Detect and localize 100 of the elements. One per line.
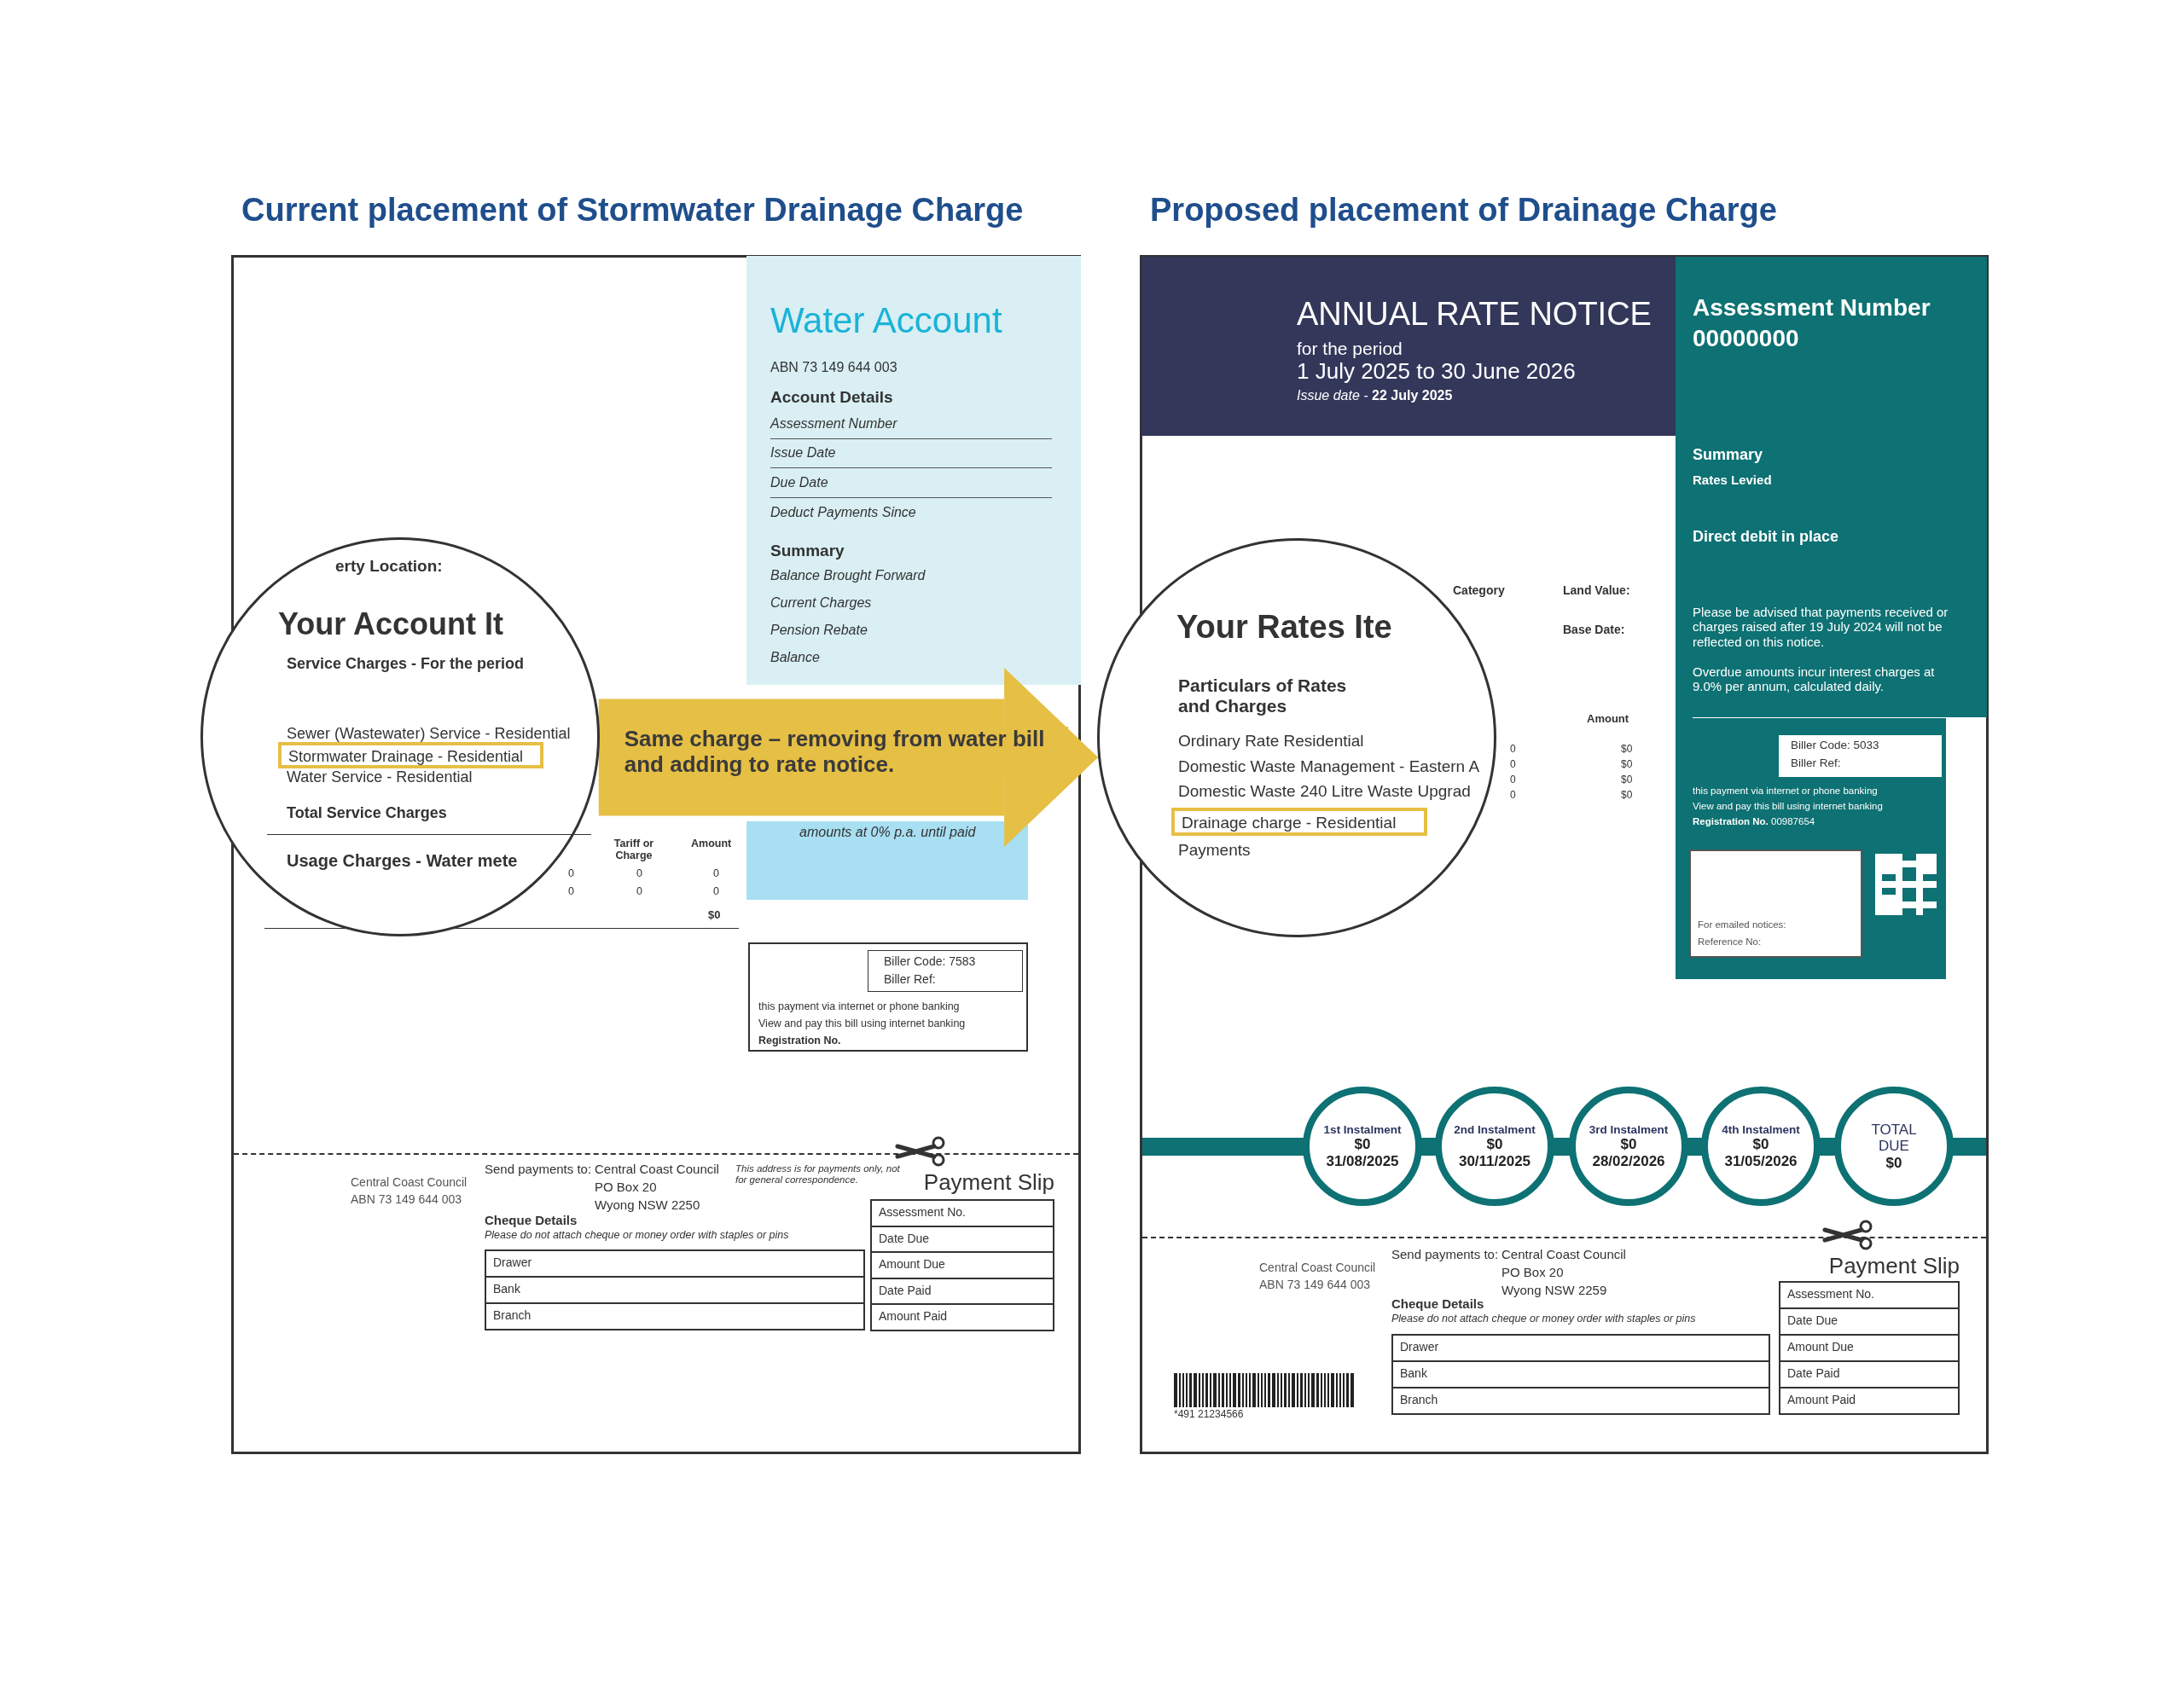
note-text: amounts at 0% p.a. until paid [799, 825, 977, 841]
section-title: Your Rates Ite [1176, 609, 1393, 646]
table-value: 0 [1510, 790, 1517, 802]
form-cell: Bank [1391, 1360, 1770, 1388]
notice-title: ANNUAL RATE NOTICE [1297, 296, 1653, 333]
form-cell: Date Paid [1779, 1360, 1960, 1388]
slip-heading: Payment Slip [1827, 1254, 1960, 1279]
payment-note: Registration No. [758, 1035, 842, 1047]
form-cell: Amount Due [1779, 1334, 1960, 1362]
section-heading: Particulars of Rates and Charges [1178, 675, 1348, 717]
assessment-label: Assessment Number [1693, 294, 1931, 322]
form-cell: Amount Due [870, 1251, 1054, 1279]
table-value: 0 [636, 867, 643, 880]
form-cell: Amount Paid [1779, 1387, 1960, 1415]
table-value: 0 [713, 885, 720, 898]
table-value: $0 [1621, 759, 1634, 771]
table-value: 0 [568, 867, 575, 880]
form-cell: Branch [485, 1302, 865, 1330]
field-label: Assessment Number [770, 416, 898, 432]
barcode-number: *491 21234566 [1174, 1409, 1245, 1421]
due-date: 30/11/2025 [1458, 1152, 1531, 1170]
summary-item: Rates Levied [1693, 472, 1773, 488]
charge-item: Payments [1178, 841, 1252, 860]
field-label: Land Value: [1563, 583, 1631, 598]
form-cell: Assessment No. [1779, 1281, 1960, 1309]
section-heading: Cheque Details [485, 1213, 578, 1228]
assessment-number: 00000000 [1693, 325, 1800, 353]
form-cell: Assessment No. [870, 1199, 1054, 1227]
arrow [598, 668, 1099, 847]
slip-heading: Payment Slip [922, 1170, 1054, 1196]
table-value: 0 [1510, 744, 1517, 756]
payment-note: Registration No. 00987654 [1693, 816, 1816, 828]
address-label: Send payments to: [485, 1162, 593, 1177]
section-heading: Cheque Details [1391, 1296, 1485, 1312]
instalment-label: 1st Instalment [1322, 1122, 1403, 1137]
charge-item: Domestic Waste 240 Litre Waste Upgrad [1178, 782, 1472, 801]
instalment-label: 3rd Instalment [1588, 1122, 1670, 1137]
notice-text: Overdue amounts incur interest charges at 9.0% per annum, calculated daily. [1693, 664, 1936, 694]
charge-item: Water Service - Residential [287, 768, 473, 786]
table-value: 0 [636, 885, 643, 898]
abn-text: ABN 73 149 644 003 [770, 360, 898, 376]
table-value: 0 [713, 867, 720, 880]
sender-name: Central Coast Council [1259, 1261, 1377, 1275]
field-label: For emailed notices: [1698, 919, 1787, 931]
field-label: Deduct Payments Since [770, 505, 917, 521]
payment-note: this payment via internet or phone banking [1693, 786, 1879, 797]
table-value: 0 [568, 885, 575, 898]
biller-ref: Biller Ref: [1791, 757, 1842, 770]
address-line: Wyong NSW 2259 [1502, 1283, 1608, 1298]
form-cell: Date Due [1779, 1307, 1960, 1336]
charge-item: Ordinary Rate Residential [1178, 732, 1365, 751]
form-cell: Branch [1391, 1387, 1770, 1415]
period-label: for the period [1297, 339, 1403, 360]
field-label: Balance Brought Forward [770, 568, 926, 584]
section-heading: Summary [1693, 446, 1764, 464]
section-heading: Usage Charges - Water mete [287, 851, 519, 871]
section-heading: Account Details [770, 388, 894, 407]
total-label: Total Service Charges [287, 804, 448, 822]
info-box [746, 821, 1028, 900]
page-heading: Current placement of Stormwater Drainage Charge [241, 192, 1025, 229]
edge-label: Same charge – removing from water bill and adding to rate notice. [624, 727, 1068, 778]
period-dates: 1 July 2025 to 30 June 2026 [1297, 359, 1577, 385]
biller-box [1779, 735, 1942, 777]
charge-item: Domestic Waste Management - Eastern A [1178, 757, 1481, 776]
due-date: 31/08/2025 [1326, 1152, 1399, 1170]
address-line: PO Box 20 [1502, 1265, 1565, 1280]
instalment-label: 4th Instalment [1721, 1122, 1801, 1137]
sender-name: Central Coast Council [351, 1175, 468, 1190]
instruction-text: Please do not attach cheque or money order with staples or pins [485, 1229, 790, 1242]
field-label: Issue Date [770, 445, 837, 461]
field-label: Current Charges [770, 595, 873, 612]
total-value: $0 [708, 909, 722, 922]
table-value: $0 [1621, 744, 1634, 756]
payment-note: View and pay this bill using internet banking [1693, 801, 1884, 813]
charge-item: Sewer (Wastewater) Service - Residential [287, 725, 572, 743]
address-label: Send payments to: [1391, 1247, 1500, 1262]
field-label: Due Date [770, 475, 829, 491]
header-band [1141, 257, 1676, 436]
table-value: 0 [1510, 774, 1517, 786]
column-header: Amount [691, 838, 733, 850]
amount-value: $0 [1752, 1136, 1769, 1153]
issue-date: Issue date - 22 July 2025 [1297, 388, 1454, 404]
biller-code: Biller Code: 5033 [1791, 739, 1880, 752]
section-title: Your Account It [278, 606, 504, 642]
section-heading: Service Charges - For the period [287, 655, 526, 673]
column-header: Amount [1587, 713, 1630, 726]
section-heading: Summary [770, 542, 845, 560]
form-cell: Bank [485, 1276, 865, 1304]
column-header: Category [1453, 583, 1506, 598]
notices-box [1689, 849, 1862, 958]
amount-value: $0 [1620, 1136, 1637, 1153]
instruction-text: Please do not attach cheque or money order with staples or pins [1391, 1313, 1697, 1325]
due-date: 31/05/2026 [1724, 1152, 1798, 1170]
instalment-label: 2nd Instalment [1454, 1122, 1536, 1137]
amount-value: $0 [1885, 1154, 1902, 1172]
field-label: Base Date: [1563, 623, 1626, 637]
location-label: erty Location: [335, 557, 444, 576]
table-value: 0 [1510, 759, 1517, 771]
abn-text: ABN 73 149 644 003 [1259, 1278, 1371, 1292]
status-text: Direct debit in place [1693, 528, 1840, 546]
